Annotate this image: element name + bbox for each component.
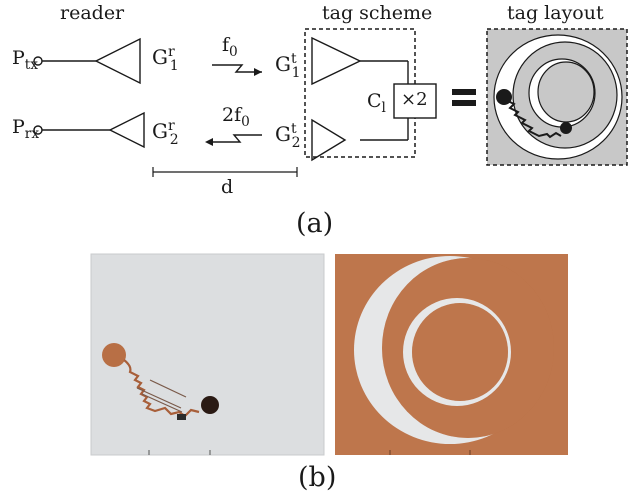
multiplier-box <box>393 83 437 119</box>
photo-trace <box>123 359 200 418</box>
photo-pad-large <box>102 343 126 367</box>
2f0-label: 2f0 <box>222 104 250 130</box>
multiplier-label: ×2 <box>401 89 428 110</box>
equals-sign <box>452 89 476 95</box>
caption-a: (a) <box>296 208 334 239</box>
tag-tx-triangle <box>311 118 347 162</box>
photo-pad-small <box>201 396 219 414</box>
reader-header: reader <box>60 2 125 24</box>
tx-antenna-triangle <box>94 37 141 85</box>
photo-substrate <box>91 254 324 455</box>
f0-label: f0 <box>222 34 238 60</box>
c1-label: Cl <box>367 90 386 116</box>
ptx-label: Ptx <box>12 47 39 73</box>
layout-pad-small <box>560 122 572 134</box>
distance-label: d <box>221 176 234 198</box>
caption-b: (b) <box>298 462 337 493</box>
tag-scheme-header: tag scheme <box>322 2 433 24</box>
g1r-label: Gr1 <box>152 44 179 74</box>
prx-label: Prx <box>12 116 40 142</box>
tag-layout-header: tag layout <box>507 2 604 24</box>
return-link-arrow <box>212 134 262 143</box>
g1t-label: Gt1 <box>275 51 301 81</box>
rx-antenna-triangle <box>108 111 145 149</box>
forward-link-arrow <box>212 64 262 73</box>
tag-rx-triangle <box>311 36 362 86</box>
g2r-label: Gr2 <box>152 118 179 148</box>
layout-trace <box>507 100 562 139</box>
g2t-label: Gt2 <box>275 121 301 151</box>
